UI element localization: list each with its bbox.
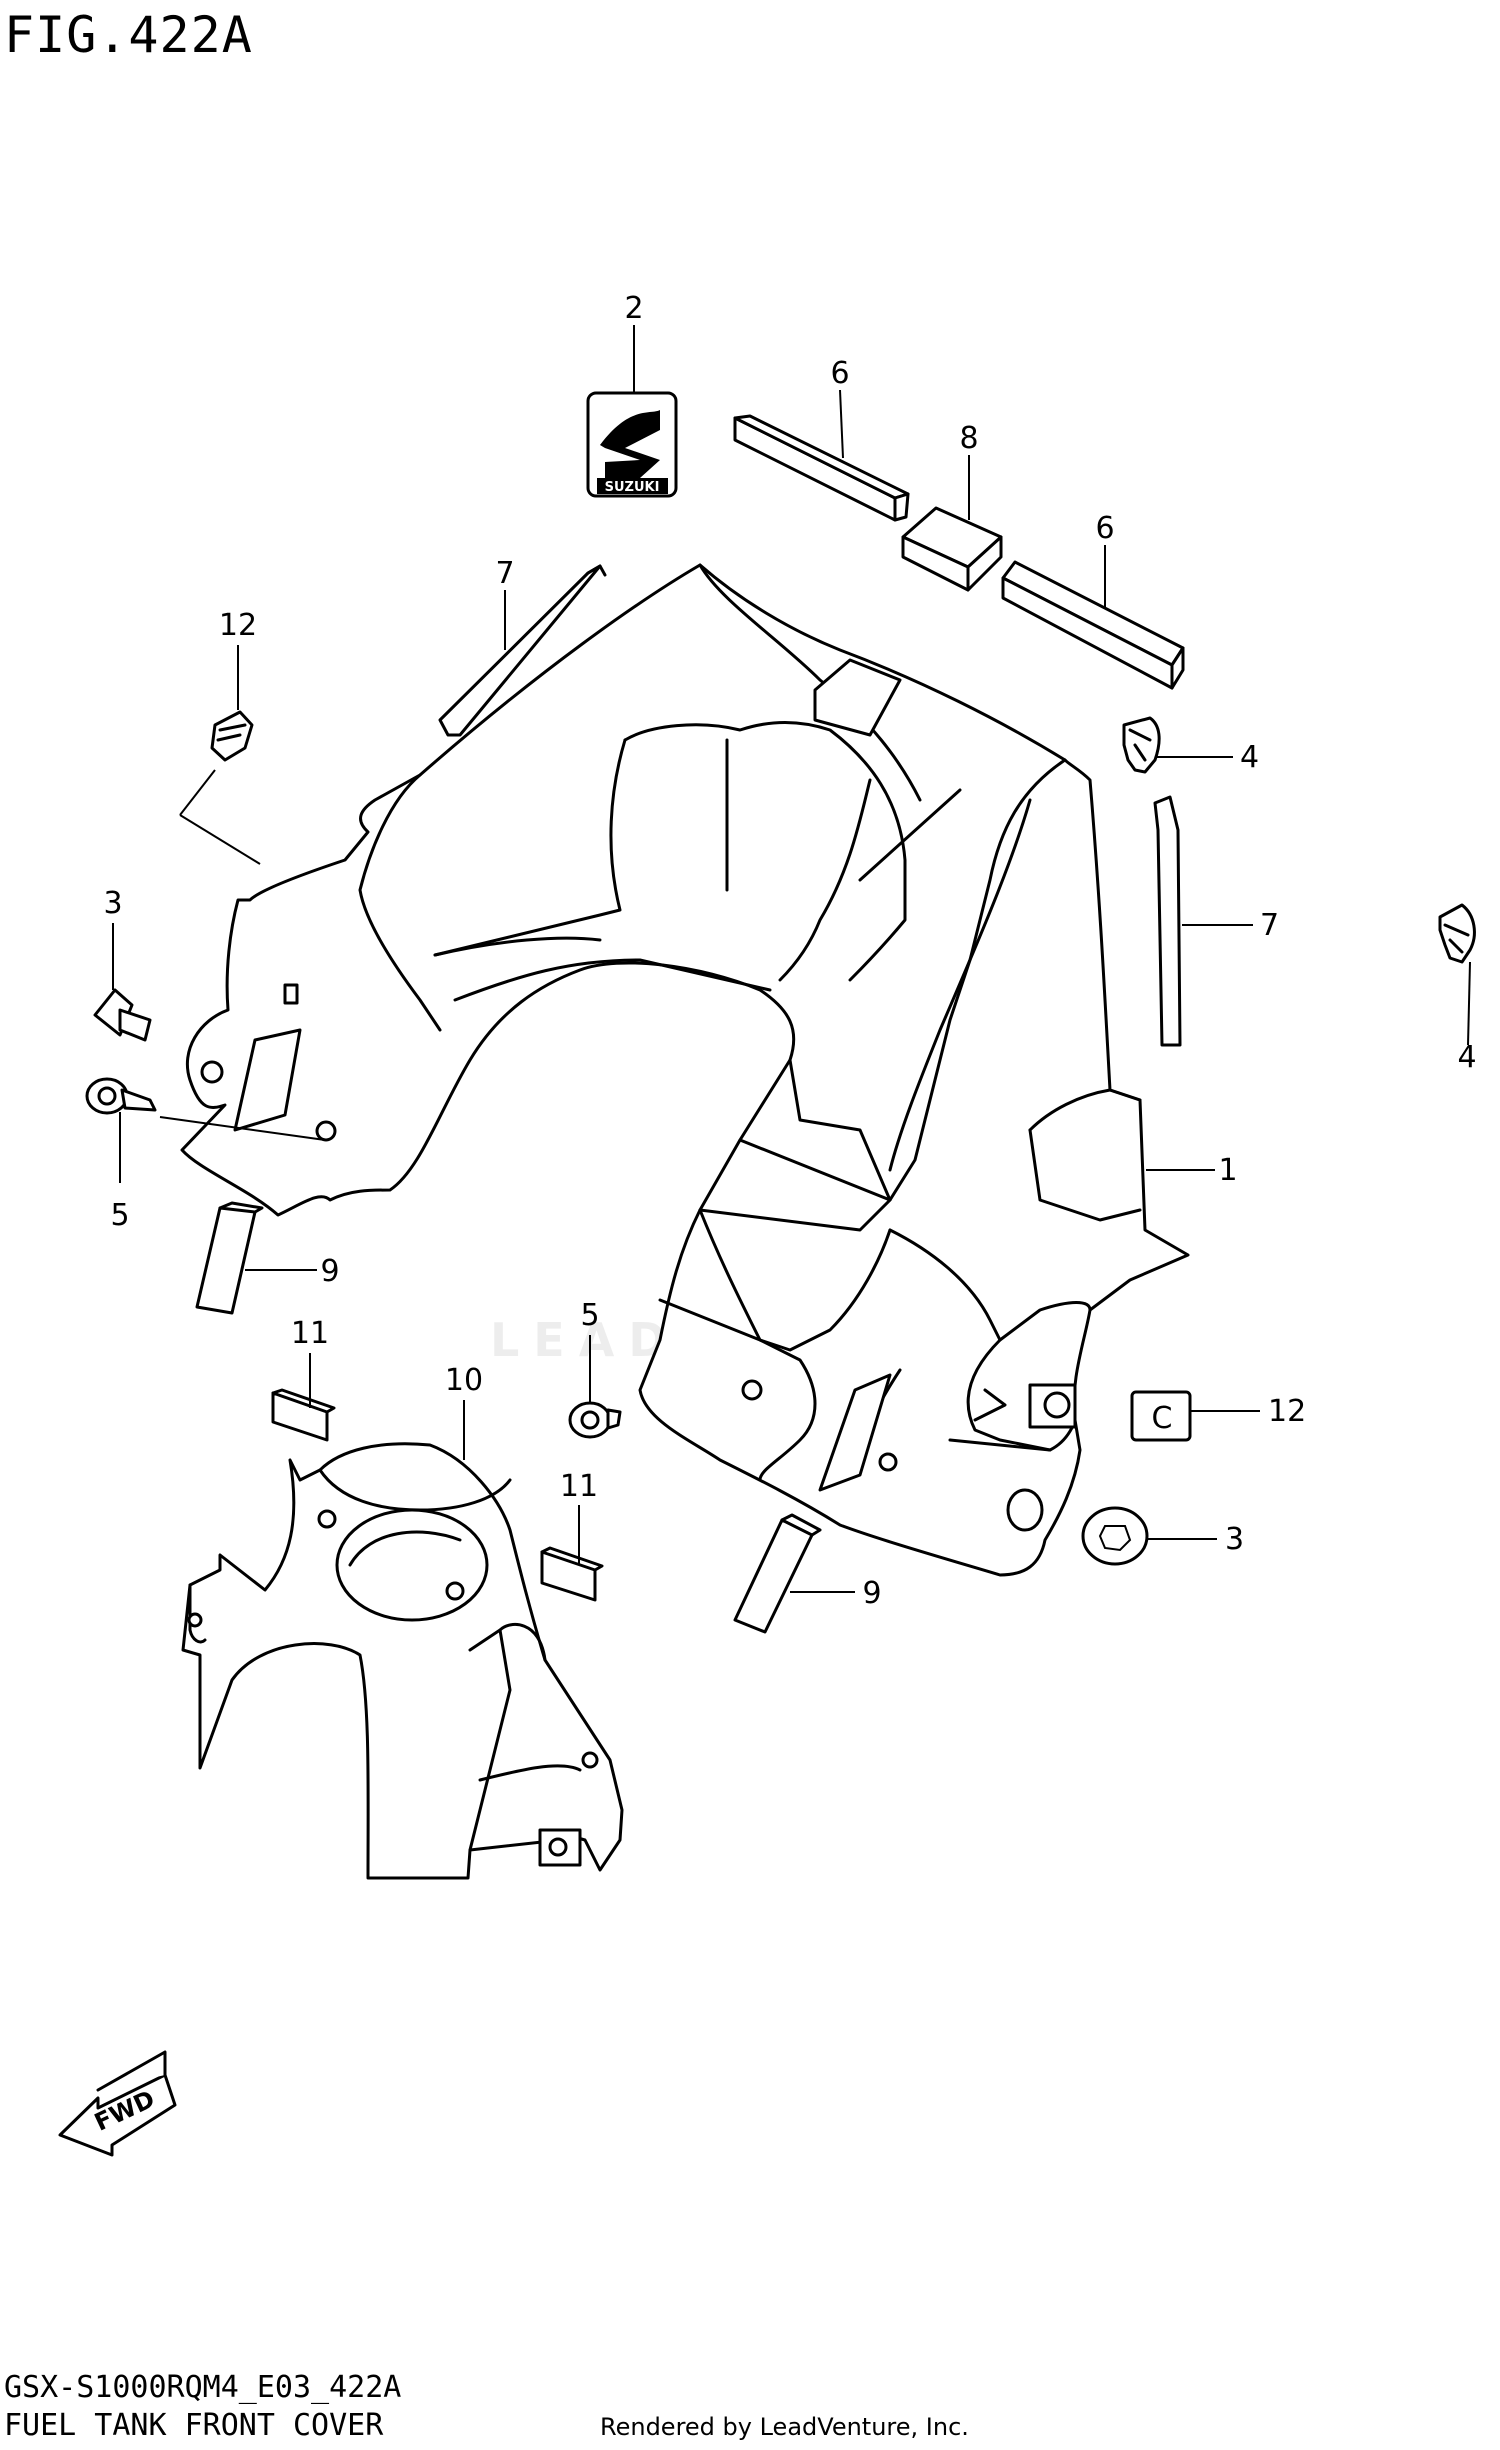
part-7-trim-right[interactable]: [1153, 795, 1182, 1047]
callout-5-center: 5: [580, 1298, 599, 1333]
part-12-nut-right[interactable]: C: [1130, 1390, 1192, 1442]
part-11-pad-right[interactable]: [540, 1546, 604, 1602]
callout-1: 1: [1218, 1153, 1237, 1188]
model-code: GSX-S1000RQM4_E03_422A: [4, 2370, 402, 2405]
figure-title: FIG.422A: [4, 6, 253, 64]
callout-10: 10: [445, 1363, 483, 1398]
part-6-strip-upper[interactable]: [733, 414, 910, 522]
callout-3-right: 3: [1225, 1522, 1244, 1557]
callout-6-upper: 6: [830, 356, 849, 391]
part-8-pad[interactable]: [901, 506, 1003, 592]
callout-4-cover: 4: [1240, 740, 1259, 775]
part-1-front-cover[interactable]: [180, 563, 1190, 1577]
rendered-by-credit: Rendered by LeadVenture, Inc.: [600, 2413, 969, 2441]
part-9-seal-left[interactable]: [195, 1201, 264, 1315]
part-11-pad-left[interactable]: [271, 1388, 336, 1442]
part-4-clip-on-cover[interactable]: [1122, 716, 1161, 774]
callout-9-center: 9: [862, 1576, 881, 1611]
callout-8: 8: [959, 421, 978, 456]
callout-9-left: 9: [320, 1254, 339, 1289]
part-9-seal-center[interactable]: [733, 1513, 822, 1634]
callout-7-right: 7: [1260, 908, 1279, 943]
callout-12-upper: 12: [219, 608, 257, 643]
part-6-strip-lower[interactable]: [1001, 560, 1185, 690]
part-5-screw-center[interactable]: [568, 1401, 622, 1439]
callout-labels: 2 6 8 6 7 12 4 7 4 3 1 5 9 5 11 10 12 11…: [103, 291, 1476, 1611]
callout-5-left: 5: [110, 1198, 129, 1233]
part-3-grommet-upper[interactable]: [93, 988, 152, 1042]
part-10-lower-cover[interactable]: [181, 1442, 624, 1880]
part-5-screw-left[interactable]: [85, 1077, 326, 1141]
svg-text:C: C: [1152, 1401, 1173, 1436]
callout-11-left: 11: [291, 1316, 329, 1351]
callout-3-upper: 3: [103, 886, 122, 921]
part-7-trim-upper[interactable]: [438, 564, 607, 737]
part-12-clip-upper[interactable]: [210, 710, 254, 762]
part-4-clip-loose[interactable]: [1438, 903, 1476, 964]
callout-12-right: 12: [1268, 1394, 1306, 1429]
callout-4-loose: 4: [1457, 1040, 1476, 1075]
fwd-arrow: FWD: [58, 2050, 177, 2157]
emblem-text: SUZUKI: [605, 480, 660, 495]
callout-2: 2: [624, 291, 643, 326]
callout-11-right: 11: [560, 1469, 598, 1504]
callout-6-lower: 6: [1095, 511, 1114, 546]
part-3-grommet-right[interactable]: [1081, 1506, 1149, 1566]
leader-lines: [112, 325, 1471, 1593]
part-2-emblem[interactable]: SUZUKI: [586, 391, 678, 498]
figure-name: FUEL TANK FRONT COVER: [4, 2408, 384, 2443]
callout-7-upper: 7: [495, 556, 514, 591]
